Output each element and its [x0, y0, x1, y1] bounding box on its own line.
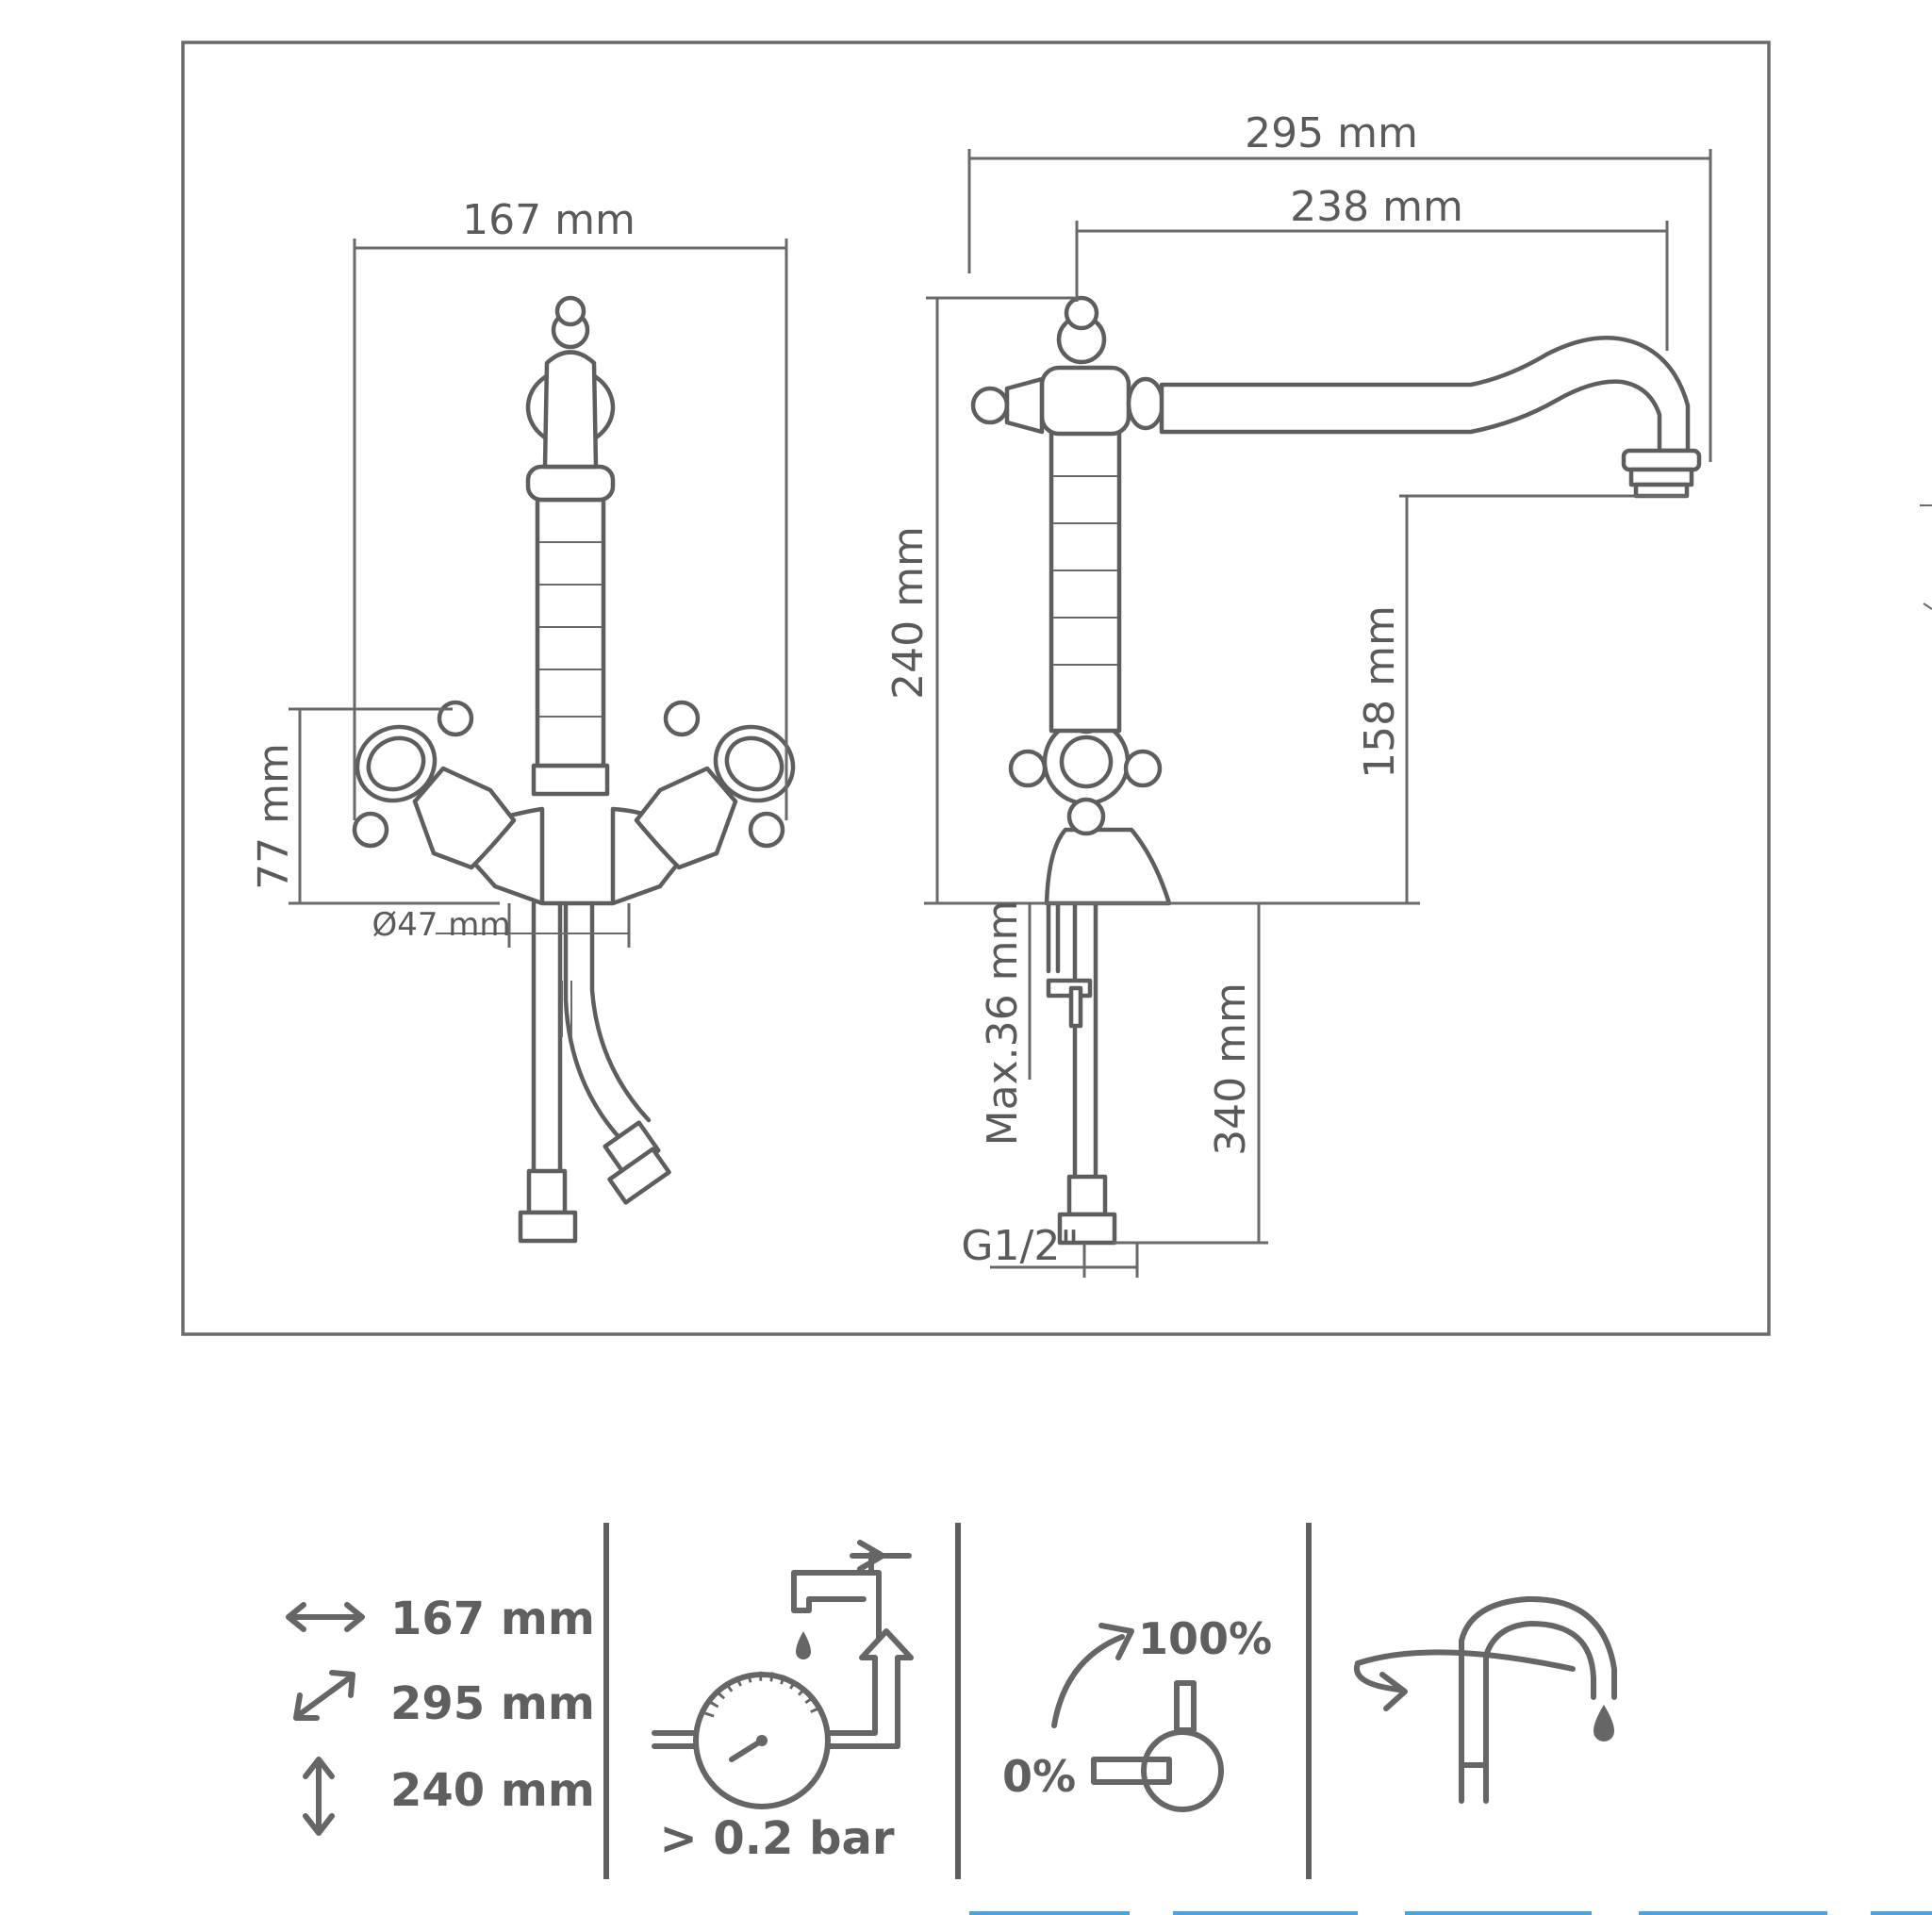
- side-view-dimensions: [924, 149, 1712, 1278]
- side-view-faucet: [970, 295, 1702, 1246]
- pressure-gauge-icon: [652, 1540, 914, 1809]
- vertical-arrow-icon: [303, 1757, 335, 1836]
- drawing-frame: [181, 41, 1771, 1336]
- spec-pressure: > 0.2 bar: [659, 1812, 894, 1865]
- spec-height: 240 mm: [390, 1764, 595, 1817]
- front-width-label: 167 mm: [462, 196, 636, 244]
- side-reach-spout-label: 238 mm: [1290, 183, 1463, 231]
- side-hose-length-label: 340 mm: [1207, 982, 1255, 1156]
- spec-flow-min: 0%: [1002, 1751, 1076, 1802]
- spec-depth: 295 mm: [390, 1677, 595, 1730]
- spec-flow-max: 100%: [1138, 1613, 1272, 1664]
- side-height-label: 240 mm: [884, 526, 933, 700]
- front-handle-height-label: 77 mm: [250, 743, 298, 890]
- front-view-faucet: [352, 295, 796, 1244]
- front-diameter-label: Ø47 mm: [372, 906, 510, 944]
- swivel-spout-icon: [1353, 1595, 1617, 1804]
- side-reach-total-label: 295 mm: [1245, 109, 1418, 157]
- diagonal-arrow-icon: [293, 1670, 355, 1721]
- horizontal-arrow-icon: [286, 1602, 365, 1632]
- spec-width: 167 mm: [390, 1593, 595, 1645]
- side-max-thickness-label: Max.36 mm: [979, 900, 1027, 1147]
- lever-flow-icon: [1051, 1623, 1224, 1812]
- side-thread-label: G1/2": [961, 1222, 1079, 1270]
- front-view-dimensions: [289, 239, 788, 948]
- side-spout-clearance-label: 158 mm: [1356, 605, 1404, 779]
